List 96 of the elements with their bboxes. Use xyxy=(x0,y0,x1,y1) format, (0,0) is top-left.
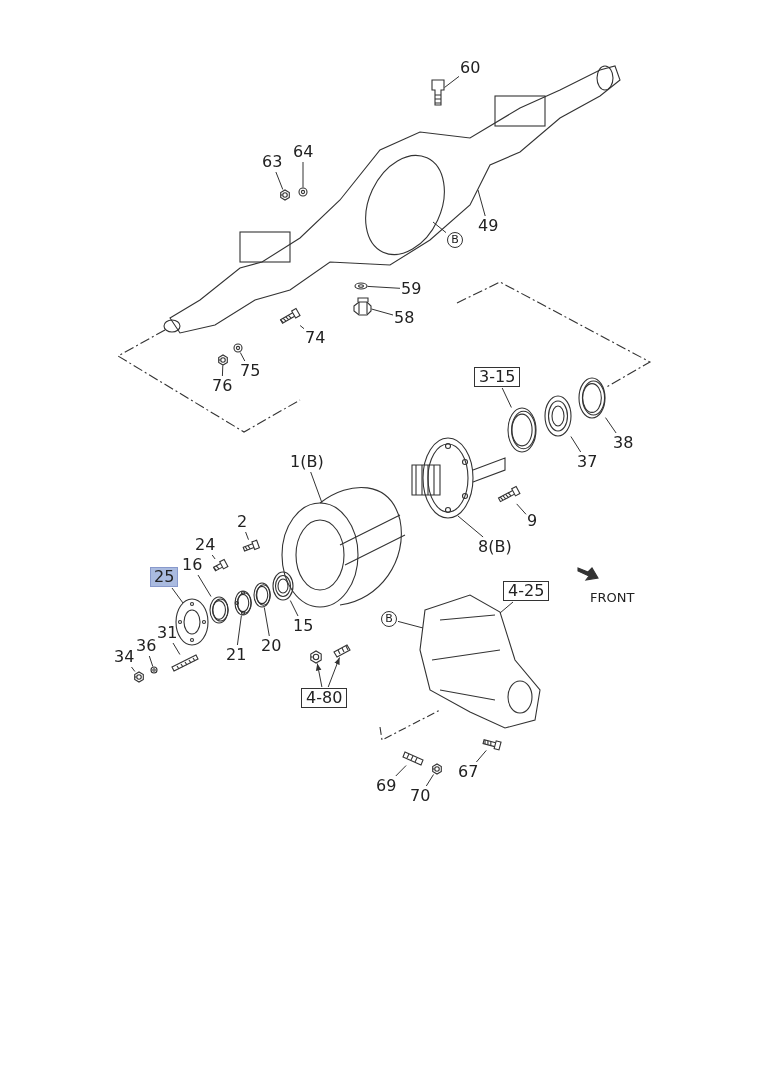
leader-line xyxy=(131,666,136,672)
leader-line xyxy=(605,417,617,434)
reference-box: 4-80 xyxy=(301,688,348,708)
nut-icon xyxy=(353,297,372,316)
callout-number: 69 xyxy=(376,777,397,795)
callout-number: 37 xyxy=(577,453,598,471)
callout-number: 16 xyxy=(182,556,203,574)
callout-number: 67 xyxy=(458,763,479,781)
callout-number: 75 xyxy=(240,362,261,380)
leader-line xyxy=(148,655,154,667)
washer-icon xyxy=(150,666,158,674)
bolt-icon xyxy=(242,539,261,552)
circled-letter: B xyxy=(447,232,463,248)
brake-drum-drawing xyxy=(281,486,406,608)
callout-number: 38 xyxy=(613,434,634,452)
leader-line xyxy=(171,587,184,604)
callout-number: 24 xyxy=(195,536,216,554)
bolt-icon xyxy=(279,307,301,324)
wheel-hub-drawing xyxy=(411,437,506,519)
leader-line xyxy=(310,471,323,504)
callout-number: 8(B) xyxy=(478,538,512,556)
callout-number: 21 xyxy=(226,646,247,664)
leader-line xyxy=(501,387,512,408)
leader-line xyxy=(371,308,394,316)
stud-icon xyxy=(171,654,199,672)
callout-number: 9 xyxy=(527,512,538,530)
nut-icon xyxy=(218,354,228,366)
callout-number: 34 xyxy=(114,648,135,666)
leader-line xyxy=(432,221,447,234)
callout-number: 64 xyxy=(293,143,314,161)
leader-line xyxy=(425,774,434,787)
leader-line xyxy=(395,765,407,777)
callout-number: 31 xyxy=(157,624,178,642)
stud-icon xyxy=(333,644,351,658)
callout-number: 60 xyxy=(460,59,481,77)
bolt-icon xyxy=(482,739,502,751)
washer-icon xyxy=(298,187,308,197)
bolt-icon xyxy=(212,558,229,572)
leader-line xyxy=(245,531,249,541)
callout-number: 36 xyxy=(136,637,157,655)
leader-line xyxy=(475,749,487,763)
callout-number: 49 xyxy=(478,217,499,235)
oil-seal-drawing xyxy=(578,377,606,419)
seal-ring-drawing xyxy=(507,407,537,453)
leader-line xyxy=(570,436,582,453)
flange-plate-drawing xyxy=(175,598,209,646)
hub-bolt-icon xyxy=(497,485,521,503)
stud-icon xyxy=(402,751,424,766)
leader-line xyxy=(516,503,527,515)
callout-number: 15 xyxy=(293,617,314,635)
reference-box: 3-15 xyxy=(474,367,521,387)
washer-icon xyxy=(354,282,368,290)
leader-line xyxy=(397,620,424,629)
leader-line xyxy=(444,75,460,88)
bearing-drawing xyxy=(544,395,572,437)
callout-number: 58 xyxy=(394,309,415,327)
nut-icon xyxy=(310,650,322,664)
washer-drawing xyxy=(253,582,271,608)
callout-number: 20 xyxy=(261,637,282,655)
bearing-drawing xyxy=(272,571,294,601)
leader-line xyxy=(457,515,484,538)
nut-icon xyxy=(134,671,144,683)
arrow xyxy=(315,663,323,688)
leader-line xyxy=(221,365,224,377)
callout-number: 59 xyxy=(401,280,422,298)
arrow xyxy=(327,657,340,688)
leader-line xyxy=(197,574,212,597)
callout-number: 63 xyxy=(262,153,283,171)
circled-letter: B xyxy=(381,611,397,627)
leader-line xyxy=(302,161,304,188)
leader-line xyxy=(236,615,242,646)
callout-number: 25 xyxy=(150,567,179,587)
differential-carrier-drawing xyxy=(419,594,541,729)
leader-line xyxy=(239,352,246,362)
leader-line xyxy=(367,285,401,289)
bolt-drawing xyxy=(431,79,445,106)
leader-line xyxy=(275,171,284,190)
leader-line xyxy=(289,600,299,617)
gasket-ring-drawing xyxy=(209,596,229,624)
callout-number: 76 xyxy=(212,377,233,395)
leader-line xyxy=(477,189,486,217)
washer-icon xyxy=(233,343,243,353)
callout-number: 1(B) xyxy=(290,453,324,471)
callout-number: 2 xyxy=(237,513,248,531)
nut-icon xyxy=(432,763,442,775)
callout-number: 70 xyxy=(410,787,431,805)
leader-line xyxy=(299,325,305,330)
hub-nut-drawing xyxy=(234,590,252,616)
callout-number: 74 xyxy=(305,329,326,347)
leader-line xyxy=(499,601,514,614)
leader-line xyxy=(263,607,270,637)
direction-label: FRONT xyxy=(590,590,635,605)
leader-line xyxy=(211,554,216,560)
reference-box: 4-25 xyxy=(503,581,550,601)
nut-icon xyxy=(280,189,290,201)
leader-line xyxy=(172,642,181,655)
